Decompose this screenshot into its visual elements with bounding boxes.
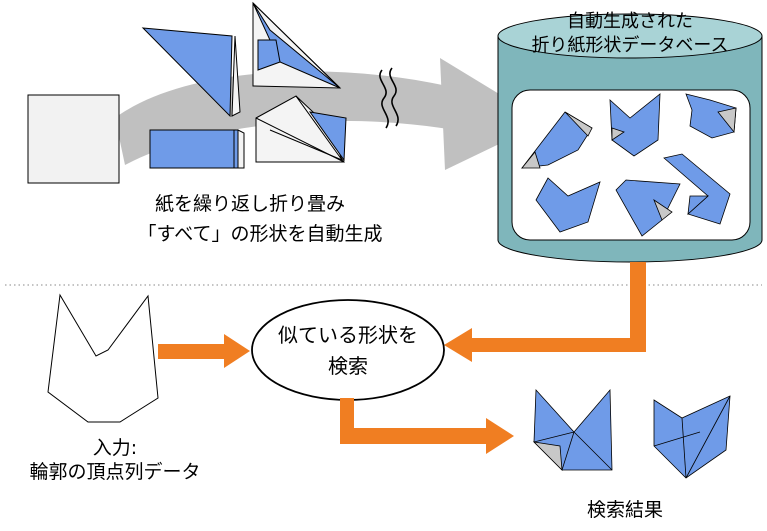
database-shape-1 <box>521 111 593 169</box>
search-label-line1: 似ている形状を <box>278 323 418 347</box>
fold-example-3 <box>149 129 245 169</box>
database-shape-6 <box>663 153 731 225</box>
database-label-line1: 自動生成された <box>567 11 693 32</box>
result-shape-2 <box>653 395 731 479</box>
search-label-line2: 検索 <box>328 354 368 378</box>
database-shape-4 <box>535 177 601 233</box>
fold-example-2 <box>252 1 342 89</box>
initial-paper-square <box>27 94 120 184</box>
database-shape-3 <box>685 93 737 139</box>
database-shape-2 <box>609 93 661 157</box>
fold-example-4 <box>255 95 347 163</box>
input-outline-shape <box>47 293 159 423</box>
result-shape-1 <box>532 388 613 472</box>
database-label-line2: 折り紙形状データベース <box>531 35 729 56</box>
search-to-results-arrow <box>340 398 514 454</box>
database-shape-5 <box>615 179 681 237</box>
generation-caption-line2: 「すべて」の形状を自動生成 <box>137 223 383 245</box>
input-to-search-arrow <box>158 334 250 368</box>
results-label: 検索結果 <box>586 499 663 521</box>
input-label-line2: 輪郭の頂点列データ <box>29 461 201 483</box>
input-label-line1: 入力: <box>92 437 138 459</box>
fold-example-1 <box>141 27 241 118</box>
database-to-search-arrow <box>444 262 646 362</box>
break-squiggle-icon <box>379 67 399 129</box>
search-process-node <box>251 299 445 401</box>
generation-caption-line1: 紙を繰り返し折り畳み <box>154 193 345 215</box>
